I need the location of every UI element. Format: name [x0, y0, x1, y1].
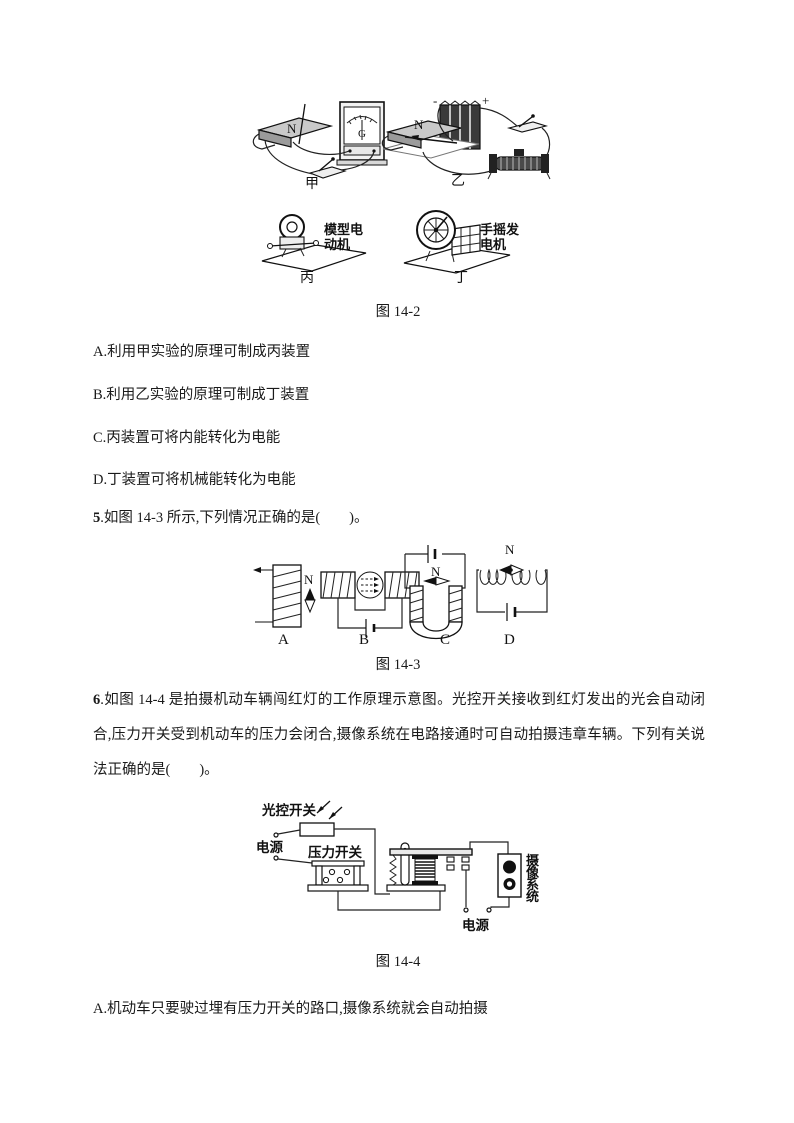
power-terminal [463, 907, 469, 913]
label-bing: 丙 [300, 271, 314, 286]
wire [277, 858, 313, 864]
diagram-c-electromagnet: N [404, 545, 466, 640]
model-motor [267, 214, 319, 258]
pressure-switch-label: 压力开关 [308, 844, 362, 860]
label-ding: 丁 [454, 271, 468, 286]
motor-name-line2: 动机 [324, 237, 350, 252]
compass-needle-south [304, 599, 316, 614]
light-switch-label: 光控开关 [261, 802, 316, 818]
label-c: C [440, 632, 450, 648]
battery-minus-label: - [433, 93, 437, 108]
figure-14-3-diagrams: N A B N [253, 542, 548, 648]
camera-system [497, 853, 522, 898]
label-jia: 甲 [305, 177, 319, 192]
question-6-text: .如图 14-4 是拍摄机动车辆闯红灯的工作原理示意图。光控开关接收到红灯发出的… [93, 692, 705, 778]
camera-label-char3: 系 [526, 877, 539, 892]
figure-14-2-caption: 图 14-2 [375, 304, 421, 320]
power-bottom-label: 电源 [462, 917, 489, 933]
figure-14-3-caption: 图 14-3 [375, 657, 421, 673]
contact [446, 856, 455, 863]
compass-n-label: N [304, 572, 314, 587]
option-d: D.丁装置可将机械能转化为电能 [93, 472, 296, 488]
wire [337, 885, 441, 911]
label-d: D [504, 632, 515, 648]
wire-battery-switch [479, 107, 518, 127]
power-terminal [273, 832, 279, 838]
north-pole-label: N [287, 121, 297, 136]
wire-magnet-switch [264, 139, 314, 175]
wire-rheostat-magnet [422, 151, 492, 175]
conductor-rod [404, 136, 458, 144]
figure-yi-experiment: - + N 乙 [381, 93, 551, 189]
question-6: 6.如图 14-4 是拍摄机动车辆闯红灯的工作原理示意图。光控开关接收到红灯发出… [93, 683, 705, 788]
camera-label-char4: 统 [526, 889, 539, 904]
contact [461, 856, 470, 863]
figure-14-4-caption: 图 14-4 [375, 954, 421, 970]
figure-ding-device: 手摇发 电机 丁 [403, 210, 520, 286]
wire-rod-battery [437, 106, 454, 142]
question-5: 5.如图 14-3 所示,下列情况正确的是( )。 [93, 509, 369, 527]
hand-generator [416, 210, 481, 263]
north-pole-label: N [414, 117, 424, 132]
power-left-label: 电源 [256, 839, 283, 855]
figure-bing-device: 模型电 动机 丙 [261, 214, 367, 286]
horseshoe-magnet: N [252, 103, 334, 150]
conductor-rod [298, 103, 306, 145]
wire [277, 829, 301, 835]
option-a: A.利用甲实验的原理可制成丙装置 [93, 344, 311, 360]
power-terminal [273, 855, 279, 861]
rheostat [487, 149, 551, 180]
option-c: C.丙装置可将内能转化为电能 [93, 430, 281, 446]
label-a: A [278, 632, 289, 648]
wire [469, 841, 509, 854]
diagram-b-coils [320, 571, 420, 637]
spring [389, 854, 397, 886]
power-terminal [486, 907, 492, 913]
compass-needle-north [423, 577, 436, 585]
figure-jia-experiment: G N 甲 [252, 101, 388, 192]
label-yi: 乙 [451, 173, 465, 189]
diagram-d-coil: N [476, 542, 548, 621]
wire-magnet-galvanometer [292, 141, 350, 155]
compass-needle-north [305, 588, 315, 600]
motor-name-line1: 模型电 [324, 222, 363, 237]
camera-label-char1: 摄 [526, 853, 540, 868]
relay-electromagnet [386, 842, 473, 892]
horseshoe-magnet: N [381, 117, 480, 159]
compass-needle-south [435, 576, 451, 586]
camera-label-char2: 像 [526, 865, 540, 880]
camera-system-label: 摄 像 系 统 [526, 853, 540, 904]
question-6-number: 6 [93, 692, 101, 708]
compass-n-label: N [431, 564, 441, 579]
compass-n-label: N [505, 542, 515, 557]
contact [446, 864, 455, 871]
wire [490, 897, 510, 908]
switch [506, 114, 549, 133]
compass-needle-north [499, 565, 511, 575]
diagram-a-solenoid: N [253, 564, 316, 628]
option-q6-a: A.机动车只要驶过埋有压力开关的路口,摄像系统就会自动拍摄 [93, 1001, 488, 1017]
base-board [261, 244, 367, 272]
option-b: B.利用乙实验的原理可制成丁装置 [93, 387, 310, 403]
wire-galvanometer-switch [340, 150, 375, 171]
galvanometer: G [336, 101, 388, 166]
light-arrows [316, 800, 343, 820]
question-5-number: 5 [93, 510, 101, 526]
contact [461, 864, 470, 871]
generator-name-line2: 电机 [480, 237, 506, 252]
question-5-text: .如图 14-3 所示,下列情况正确的是( )。 [100, 510, 369, 526]
battery-plus-label: + [482, 93, 489, 108]
label-b: B [359, 632, 369, 648]
current-arrow [411, 135, 419, 140]
pressure-switch [307, 860, 369, 892]
figure-14-4-diagram: 光控开关 电源 压力开关 [256, 800, 540, 933]
generator-name-line1: 手摇发 [480, 222, 520, 237]
current-arrow [253, 567, 261, 573]
wire [334, 828, 390, 895]
light-switch-box [299, 822, 335, 837]
switch [308, 157, 347, 179]
armature-bar [389, 848, 473, 856]
base-board [403, 246, 511, 274]
wire-switch-rheostat [541, 127, 551, 156]
